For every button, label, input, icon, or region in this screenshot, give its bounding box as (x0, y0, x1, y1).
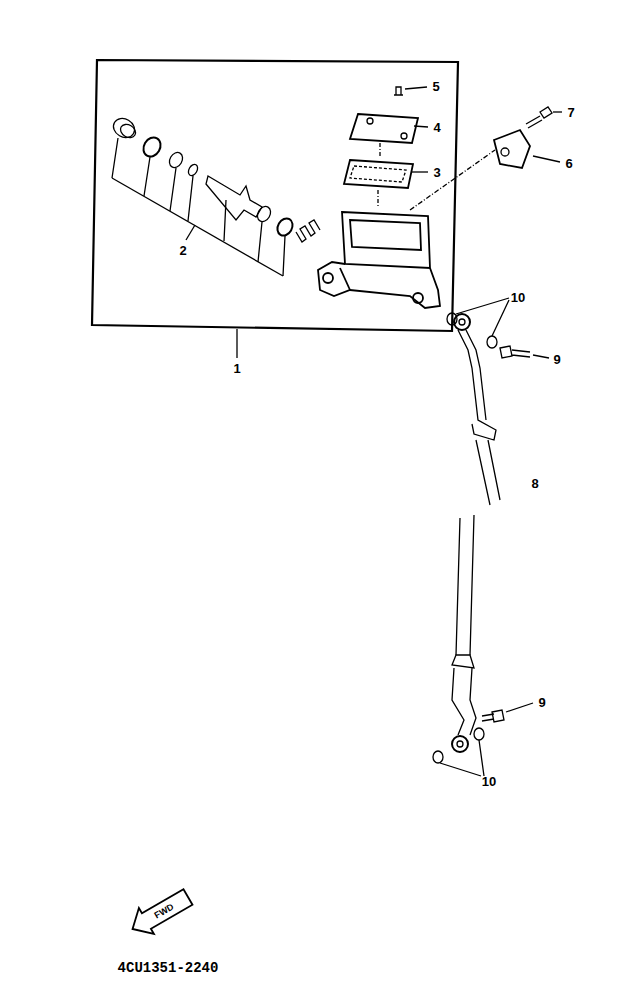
piston-kit (110, 115, 320, 276)
holder-bracket (494, 130, 530, 168)
forward-arrow (125, 884, 195, 942)
callout-number: 5 (432, 80, 439, 93)
callout-number: 10 (482, 775, 496, 788)
callout-number: 4 (433, 121, 440, 134)
leader-line (236, 329, 237, 358)
master-cylinder-body (318, 212, 440, 308)
callout-number: 7 (567, 106, 574, 119)
callout-number: 9 (538, 696, 545, 709)
callout-number: 10 (511, 291, 525, 304)
callout-number: 2 (179, 244, 186, 257)
assembly-frame (92, 60, 458, 331)
callout-number: 9 (553, 353, 560, 366)
diagram-code: 4CU1351-2240 (118, 961, 219, 975)
callout-number: 8 (531, 477, 538, 490)
diaphragm (344, 160, 413, 188)
callout-number: 6 (565, 157, 572, 170)
callout-number: 1 (233, 362, 240, 375)
callout-number: 3 (433, 166, 440, 179)
brake-hose (433, 313, 500, 763)
reservoir-cap (350, 114, 418, 143)
